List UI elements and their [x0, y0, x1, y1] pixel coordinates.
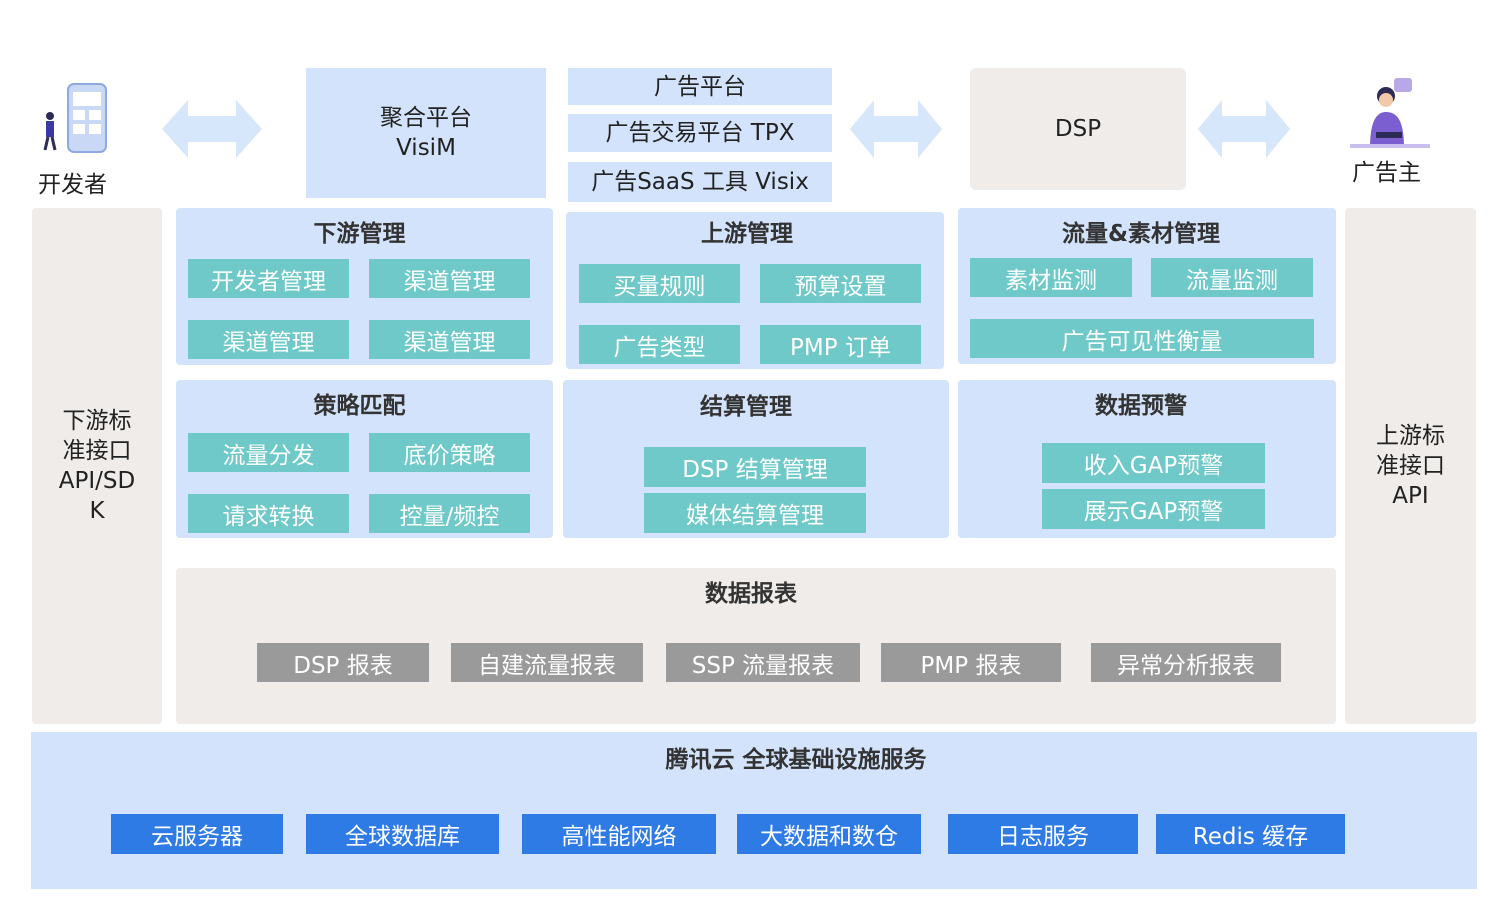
- revenue-gap-alert-item: 收入GAP预警: [1042, 443, 1265, 483]
- developer-management-item: 开发者管理: [188, 259, 349, 298]
- panel-title: 下游管理: [313, 221, 406, 247]
- dsp-settlement-item: DSP 结算管理: [644, 447, 866, 487]
- buying-rules-item: 买量规则: [579, 264, 740, 303]
- pmp-report-item: PMP 报表: [881, 643, 1061, 682]
- advertiser-icon: [1346, 72, 1436, 152]
- upstream-api-column: 上游标 准接口 API: [1345, 208, 1476, 724]
- request-conversion-item: 请求转换: [188, 494, 349, 533]
- anomaly-report-item: 异常分析报表: [1091, 643, 1281, 682]
- downstream-api-line: 下游标: [62, 408, 132, 434]
- high-performance-network-item: 高性能网络: [522, 814, 716, 854]
- budget-settings-item: 预算设置: [760, 264, 921, 303]
- pmp-order-item: PMP 订单: [760, 325, 921, 364]
- aggregation-platform-box: 聚合平台 VisiM: [306, 68, 546, 198]
- panel-title: 数据报表: [705, 581, 797, 607]
- frequency-control-item: 控量/频控: [369, 494, 530, 533]
- downstream-api-line: K: [89, 498, 105, 524]
- material-monitoring-item: 素材监测: [970, 258, 1132, 297]
- global-database-item: 全球数据库: [306, 814, 499, 854]
- impression-gap-alert-item: 展示GAP预警: [1042, 489, 1265, 529]
- channel-management-item: 渠道管理: [369, 259, 530, 298]
- advertiser-label: 广告主: [1352, 160, 1421, 186]
- redis-cache-item: Redis 缓存: [1156, 814, 1345, 854]
- bidirectional-arrow-icon: [1198, 100, 1290, 158]
- panel-title: 流量&素材管理: [1061, 221, 1221, 247]
- dsp-box: DSP: [970, 68, 1186, 190]
- downstream-api-column: 下游标 准接口 API/SD K: [32, 208, 162, 724]
- own-traffic-report-item: 自建流量报表: [451, 643, 643, 682]
- developer-label: 开发者: [38, 172, 107, 198]
- ssp-traffic-report-item: SSP 流量报表: [666, 643, 860, 682]
- traffic-monitoring-item: 流量监测: [1151, 258, 1313, 297]
- panel-title: 腾讯云 全球基础设施服务: [665, 747, 927, 773]
- ad-saas-box: 广告SaaS 工具 Visix: [568, 162, 832, 202]
- cloud-server-item: 云服务器: [111, 814, 283, 854]
- channel-management-item: 渠道管理: [188, 320, 349, 359]
- media-settlement-item: 媒体结算管理: [644, 493, 866, 533]
- ad-visibility-item: 广告可见性衡量: [970, 319, 1314, 358]
- upstream-api-line: API: [1392, 483, 1429, 509]
- upstream-api-line: 准接口: [1376, 453, 1445, 479]
- aggregation-platform-name: 聚合平台: [380, 105, 472, 131]
- dsp-report-item: DSP 报表: [257, 643, 429, 682]
- panel-title: 结算管理: [700, 394, 792, 420]
- downstream-api-line: 准接口: [62, 438, 132, 464]
- panel-title: 上游管理: [701, 221, 793, 247]
- ad-platform-box: 广告平台: [568, 68, 832, 105]
- log-service-item: 日志服务: [948, 814, 1138, 854]
- bidirectional-arrow-icon: [162, 100, 262, 158]
- big-data-warehouse-item: 大数据和数仓: [737, 814, 921, 854]
- traffic-distribution-item: 流量分发: [188, 433, 349, 472]
- ad-exchange-box: 广告交易平台 TPX: [568, 114, 832, 152]
- channel-management-item: 渠道管理: [369, 320, 530, 359]
- floor-price-item: 底价策略: [369, 433, 530, 472]
- aggregation-platform-code: VisiM: [396, 135, 456, 161]
- panel-title: 数据预警: [1095, 393, 1187, 419]
- ad-type-item: 广告类型: [579, 325, 740, 364]
- downstream-api-line: API/SD: [58, 468, 136, 494]
- developer-icon: [36, 80, 126, 160]
- panel-title: 策略匹配: [313, 393, 406, 419]
- upstream-api-line: 上游标: [1376, 423, 1445, 449]
- bidirectional-arrow-icon: [850, 100, 942, 158]
- infrastructure-panel: 腾讯云 全球基础设施服务: [31, 732, 1477, 889]
